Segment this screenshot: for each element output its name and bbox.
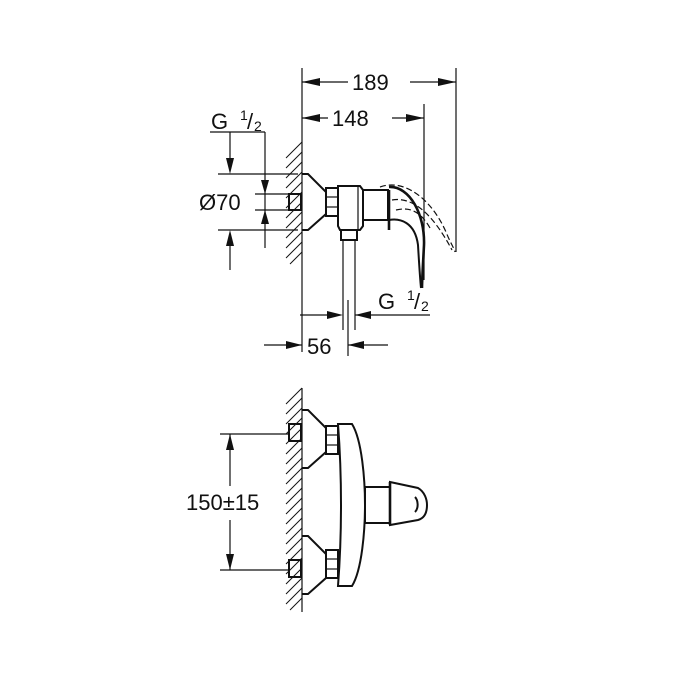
dimension-56: 56 [264,300,388,359]
dimension-189-label: 189 [352,70,389,95]
upper-inlet-fitting [288,423,302,442]
svg-text:2: 2 [254,118,262,134]
outlet-nut [340,229,358,241]
lower-nut [325,549,339,579]
svg-text:/: / [414,289,421,314]
lower-inlet-fitting [288,559,302,578]
inlet-spacing-dimension: 150±15 [186,433,289,571]
svg-text:1: 1 [407,287,415,303]
upper-nut [325,425,339,455]
inlet-thread-label: G [211,109,228,134]
flange-diameter-label: Ø70 [199,190,241,215]
escutcheon [302,173,327,231]
handle-stem [364,486,391,524]
lever-handle [388,185,426,289]
cartridge-housing [362,189,389,221]
svg-text:1: 1 [240,107,248,123]
wall-hatching-side [285,141,303,265]
lever-swing-path [379,184,456,253]
lower-escutcheon [302,535,327,595]
handle-head [389,480,429,527]
valve-body [337,185,364,231]
inlet-fitting [288,193,302,211]
dimension-148: 148 [302,104,425,280]
outlet-thread-dimension: G 1 / 2 [300,287,430,319]
side-view: 189 148 G 1 / 2 [199,68,457,359]
front-view: 150±15 [186,387,429,612]
dimension-148-label: 148 [332,106,369,131]
outlet-thread-label: G [378,289,395,314]
inlet-thread-dimension: G 1 / 2 [210,107,266,248]
inlet-spacing-label: 150±15 [186,490,259,515]
upper-escutcheon [302,409,327,469]
flange-diameter-dimension: Ø70 [199,173,298,270]
connection-nut [325,187,339,217]
dimension-189: 189 [302,68,457,252]
mixer-body-front [336,423,367,587]
svg-text:/: / [247,109,254,134]
dimension-56-label: 56 [307,334,331,359]
svg-text:2: 2 [421,298,429,314]
